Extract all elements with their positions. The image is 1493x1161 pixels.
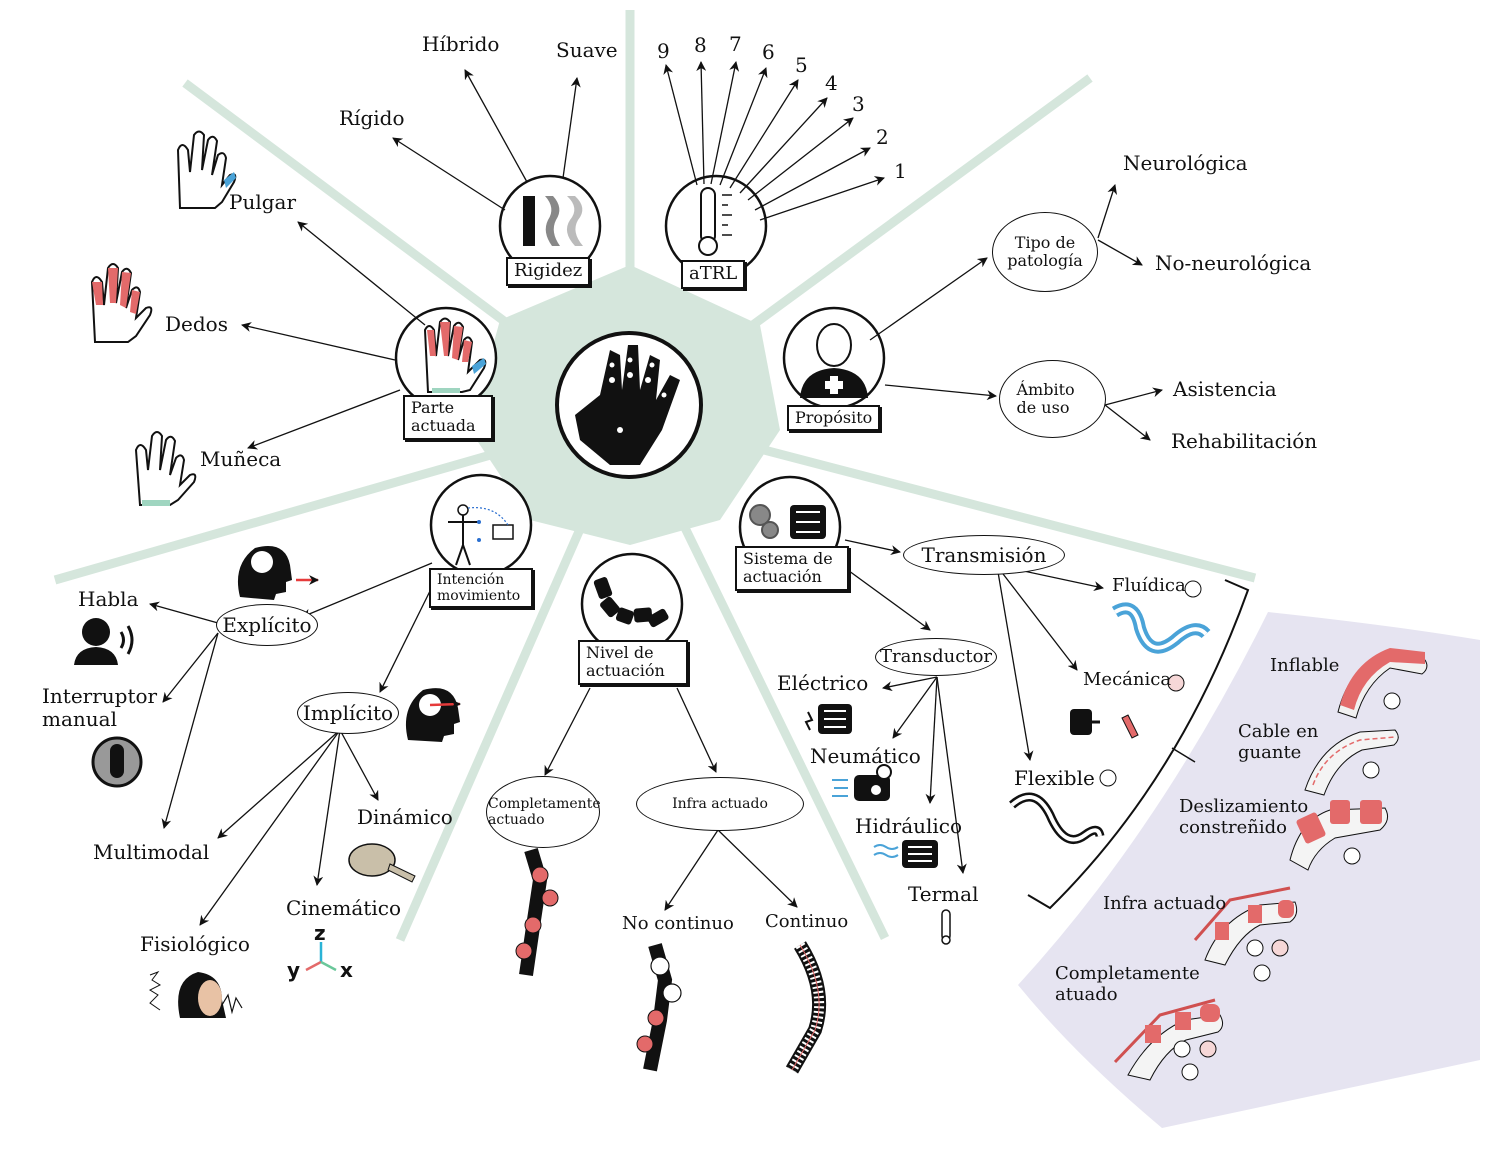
hand-icon: [423, 317, 487, 393]
interruptor-label: Interruptor manual: [42, 684, 158, 731]
pneumatic-icon: [832, 764, 892, 801]
dedos-label: Dedos: [165, 312, 228, 336]
continuo-label: Continuo: [765, 911, 849, 932]
tipo-patologia-node: Tipo de patología: [992, 212, 1098, 292]
neumatico-label: Neumático: [810, 744, 921, 768]
atrl-level-7: 7: [729, 32, 742, 56]
atrl-level-9: 9: [657, 39, 670, 63]
head-implicit-icon: [405, 688, 461, 742]
transmission-badges: [1099, 580, 1401, 1081]
intencion-box: Intención movimiento: [429, 568, 533, 609]
explicito-node: Explícito: [216, 604, 318, 646]
chain-segments-icon: [593, 577, 669, 628]
axis-x-label: x: [340, 958, 353, 982]
speaker-person-icon: [74, 618, 134, 665]
electrico-label: Eléctrico: [777, 671, 869, 695]
cinematico-label: Cinemático: [286, 896, 401, 920]
parte-actuada-box: Parte actuada: [403, 395, 493, 440]
completamente-actuado-node: Completamente actuado: [486, 776, 601, 848]
hibrido-label: Híbrido: [422, 32, 500, 56]
atrl-level-4: 4: [825, 71, 838, 95]
ambito-uso-node: Ámbito de uso: [999, 360, 1106, 438]
transductor-node: Transductor: [875, 638, 997, 676]
medical-person-icon: [800, 323, 868, 398]
fingers-hand-icon: [90, 263, 153, 343]
implicito-node: Implícito: [297, 692, 399, 734]
thumb-hand-icon: [176, 130, 237, 209]
asistencia-label: Asistencia: [1173, 377, 1277, 401]
habla-label: Habla: [78, 587, 139, 611]
hidraulico-label: Hidráulico: [855, 814, 963, 838]
panel-completamente-label: Completamente atuado: [1055, 963, 1200, 1005]
atrl-level-5: 5: [795, 53, 808, 77]
cable-glove-finger-icon: [1304, 729, 1399, 796]
sistema-actuacion-box: Sistema de actuación: [735, 546, 849, 591]
fluidic-tube-icon: [1111, 602, 1211, 654]
flexible-label: Flexible: [1014, 766, 1095, 790]
flexible-cable-icon: [1009, 792, 1105, 844]
physiological-signal-icon: [148, 965, 243, 1020]
atrl-level-8: 8: [694, 33, 707, 57]
dinamico-label: Dinámico: [357, 805, 453, 829]
head-explicit-icon: [237, 546, 319, 600]
axis-y-label: y: [287, 958, 301, 982]
panel-inflable-label: Inflable: [1270, 655, 1340, 676]
fully-actuated-finger-icon: [1113, 998, 1224, 1081]
atrl-level-3: 3: [852, 92, 865, 116]
fully-actuated-chain: [515, 847, 559, 977]
pressure-sensor-icon: [348, 843, 416, 883]
underactuated-finger-icon: [1193, 886, 1298, 966]
axis-z-label: z: [314, 921, 326, 945]
thermal-icon: [941, 909, 951, 945]
no-continuo-label: No continuo: [622, 913, 734, 934]
gear-motor-icon: [749, 504, 826, 539]
noncontinuous-chain: [636, 943, 682, 1072]
mecanica-label: Mecánica: [1083, 669, 1172, 690]
panel-infra-actuado-label: Infra actuado: [1103, 893, 1227, 914]
no-neurologica-label: No-neurológica: [1155, 251, 1312, 275]
fluidica-label: Fluídica: [1112, 575, 1186, 596]
rigido-label: Rígido: [339, 106, 405, 130]
atrl-box: aTRL: [681, 260, 746, 289]
rehabilitacion-label: Rehabilitación: [1171, 429, 1318, 453]
person-sensor-icon: [448, 504, 514, 566]
atrl-level-1: 1: [894, 159, 907, 183]
panel-cable-guante-label: Cable en guante: [1238, 721, 1319, 763]
xyz-axes-icon: [305, 942, 337, 972]
multimodal-label: Multimodal: [93, 840, 210, 864]
constrained-slide-finger-icon: [1289, 800, 1389, 871]
suave-label: Suave: [556, 38, 618, 62]
proposito-box: Propósito: [787, 405, 881, 432]
connectors: [149, 61, 1163, 926]
electric-motor-icon: [804, 704, 852, 734]
rigidez-box: Rigidez: [506, 257, 591, 286]
robotic-hand-icon: [555, 331, 703, 479]
nivel-actuacion-box: Nivel de actuación: [578, 640, 688, 685]
transmision-node: Transmisión: [903, 535, 1065, 575]
wrist-hand-icon: [134, 431, 197, 506]
mechanical-icon: [1070, 709, 1139, 739]
panel-deslizamiento-label: Deslizamiento constreñido: [1179, 796, 1309, 838]
thermometer-scale-icon: [698, 187, 732, 256]
neurologica-label: Neurológica: [1123, 151, 1248, 175]
fisiologico-label: Fisiológico: [140, 932, 250, 956]
muneca-label: Muñeca: [200, 447, 282, 471]
inflable-finger-icon: [1337, 648, 1428, 719]
termal-label: Termal: [908, 882, 979, 906]
panel-divider: [1027, 579, 1250, 910]
pulgar-label: Pulgar: [229, 190, 297, 214]
stiffness-bars-icon: [523, 196, 583, 246]
atrl-level-6: 6: [762, 40, 775, 64]
continuous-track: [785, 941, 827, 1074]
manual-switch-icon: [91, 736, 143, 788]
hydraulic-icon: [873, 840, 938, 868]
atrl-level-2: 2: [876, 125, 889, 149]
infra-actuado-node: Infra actuado: [636, 777, 804, 831]
